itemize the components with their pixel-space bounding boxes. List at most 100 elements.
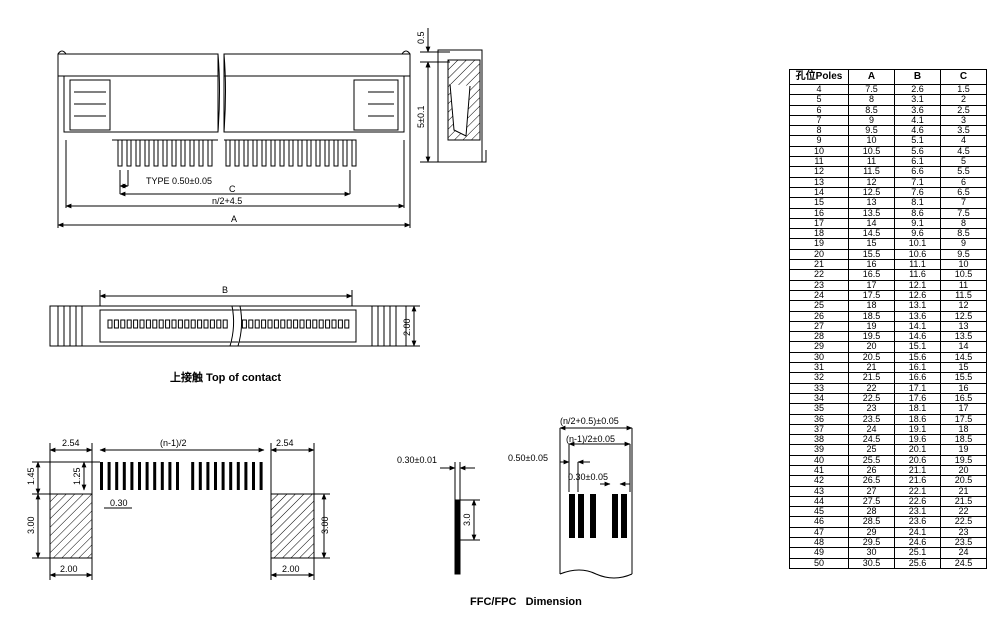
top-slot (216, 319, 222, 329)
table-cell: 9.6 (894, 228, 941, 240)
table-cell: 22.5 (940, 516, 987, 528)
table-cell: 35 (789, 403, 849, 415)
table-cell: 17.5 (940, 413, 987, 425)
top-slot (305, 319, 311, 329)
footprint-pad (221, 462, 225, 490)
table-cell: 3.6 (894, 104, 941, 116)
front-view (57, 50, 411, 228)
table-cell: 21.5 (848, 372, 895, 384)
table-cell: 8.1 (894, 197, 941, 209)
table-cell: 20 (940, 464, 987, 477)
table-cell: 24.5 (940, 557, 987, 569)
table-cell: 21 (789, 259, 849, 271)
top-slot (273, 319, 279, 329)
table-cell: 25 (848, 444, 895, 456)
table-cell: 12 (789, 166, 849, 178)
table-cell: 6.6 (894, 166, 941, 178)
front-pin (288, 139, 294, 167)
front-pins (117, 139, 357, 167)
table-cell: 29.5 (848, 537, 895, 549)
table-cell: 16 (940, 382, 987, 394)
table-cell: 2 (940, 94, 987, 106)
footprint-left-width: 2.00 (60, 564, 78, 574)
front-pin (234, 139, 240, 167)
front-pin (270, 139, 276, 167)
table-cell: 18.5 (940, 434, 987, 446)
table-cell: 25.5 (848, 454, 895, 466)
table-cell: 3.5 (940, 125, 987, 137)
table-cell: 19 (848, 320, 895, 333)
table-cell: 8.5 (940, 228, 987, 240)
table-cell: 10.6 (894, 248, 941, 261)
table-cell: 18 (940, 423, 987, 436)
table-cell: 20.5 (848, 351, 895, 364)
top-slot (267, 319, 273, 329)
table-cell: 11.5 (940, 289, 987, 302)
top-slot (113, 319, 119, 329)
table-cell: 13.1 (894, 300, 941, 312)
table-cell: 48 (789, 537, 849, 549)
table-cell: 12.5 (848, 186, 895, 199)
table-cell: 46 (789, 516, 849, 528)
table-cell: 16.5 (848, 269, 895, 281)
table-cell: 26 (789, 310, 849, 322)
table-cell: 40 (789, 454, 849, 466)
footprint-left-margin: 2.54 (62, 438, 80, 448)
front-pin (180, 139, 186, 167)
table-cell: 2.6 (894, 83, 941, 96)
footprint-pads (100, 462, 263, 490)
footprint-pad (252, 462, 255, 490)
table-cell: 7 (789, 114, 849, 127)
top-slot (190, 319, 196, 329)
top-contact-slots (107, 319, 350, 329)
footprint-left-height: 3.00 (26, 516, 36, 534)
front-pin (342, 139, 348, 167)
front-pin (324, 139, 330, 167)
ffc-thickness-label: 0.30±0.01 (397, 455, 437, 465)
ffc-thickness-view (440, 462, 480, 575)
top-slot (152, 319, 158, 329)
front-pin (171, 139, 177, 167)
top-slot (133, 319, 139, 329)
table-cell: 4 (940, 135, 987, 147)
front-pin (333, 139, 339, 167)
front-pin (126, 139, 132, 167)
table-cell: 8.6 (894, 207, 941, 219)
table-cell: 11.1 (894, 259, 941, 271)
table-cell: 15.5 (940, 372, 987, 384)
front-a-label: A (231, 214, 237, 224)
ffc-length-label: 3.0 (462, 513, 472, 526)
table-cell: 6.5 (940, 186, 987, 199)
footprint-pad (244, 462, 248, 490)
table-cell: 20.5 (940, 475, 987, 487)
table-cell: 17.6 (894, 392, 941, 405)
top-slot (184, 319, 190, 329)
table-cell: 22 (789, 269, 849, 281)
table-cell: 8 (789, 125, 849, 137)
table-cell: 18.5 (848, 310, 895, 322)
table-cell: 26 (848, 464, 895, 477)
top-slot (222, 319, 228, 329)
table-cell: 25 (789, 300, 849, 312)
footprint-pad (100, 462, 103, 490)
table-cell: 19.1 (894, 423, 941, 436)
table-cell: 6 (789, 104, 849, 116)
table-cell: 4.5 (940, 145, 987, 158)
table-cell: 15.6 (894, 351, 941, 364)
